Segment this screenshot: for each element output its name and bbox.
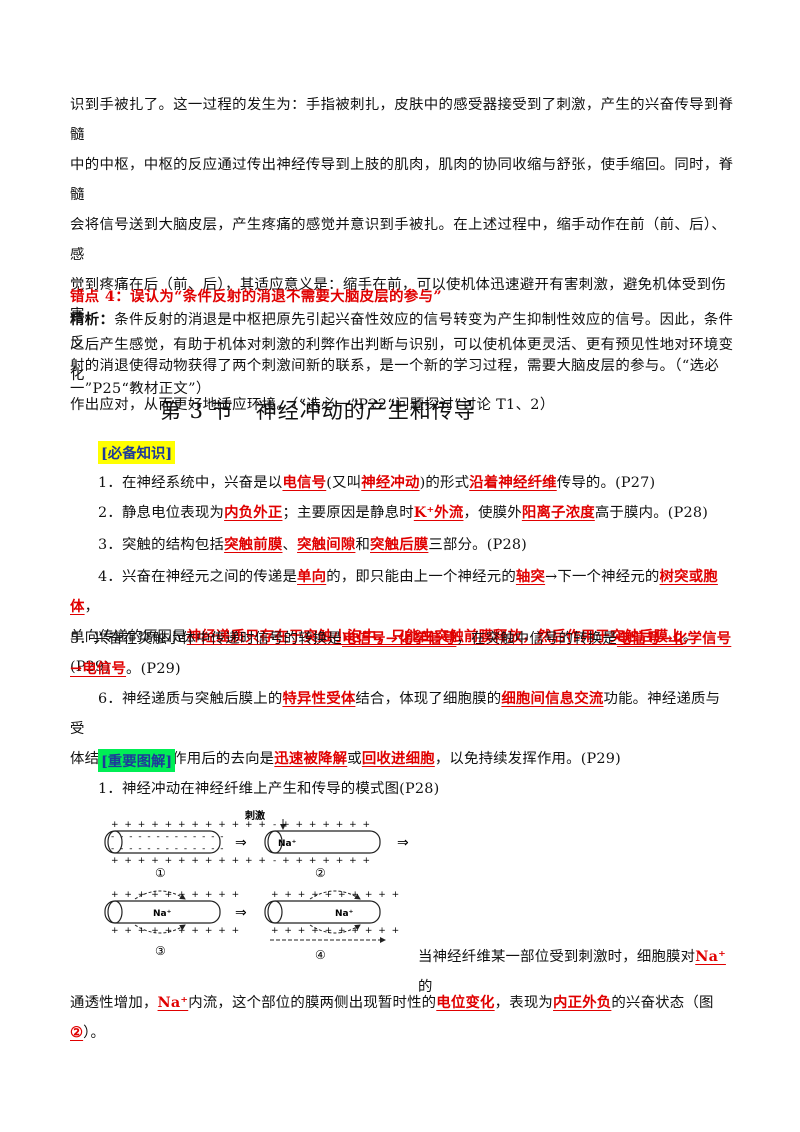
knowledge-tag: [必备知识] [98, 441, 176, 464]
label-4: ④ [315, 948, 326, 962]
error-4-line-1: 精析：条件反射的消退是中枢把原先引起兴奋性效应的信号转变为产生抑制性效应的信号。… [70, 311, 734, 351]
error-4-block: 错点 4：误认为“条件反射的消退不需要大脑皮层的参与” 精析：条件反射的消退是中… [70, 285, 734, 401]
na-label-3: Na⁺ [153, 909, 172, 919]
intro-paragraph: 识到手被扎了。这一过程的发生为：手指被刺扎，皮肤中的感受器接受到了刺激，产生的兴… [70, 90, 734, 420]
figure-caption: 1．神经冲动在神经纤维上产生和传导的模式图(P28) [98, 781, 440, 797]
stimulus-label: 刺激 [244, 809, 265, 822]
final-line-1: 当神经纤维某一部位受到刺激时，细胞膜对Na⁺的 [418, 948, 726, 995]
label-3: ③ [155, 944, 166, 958]
figure-tag: [重要图解] [98, 749, 176, 772]
intro-line-1: 识到手被扎了。这一过程的发生为：手指被刺扎，皮肤中的感受器接受到了刺激，产生的兴… [70, 97, 734, 143]
na-label-4: Na⁺ [335, 909, 354, 919]
fiber-diagram-2: 刺激 - + + + + + + + Na⁺ - + + + + + + + ② [244, 809, 381, 880]
intro-line-2: 中的中枢，中枢的反应通过传出神经传导到上肢的肌肉，肌肉的协同收缩与舒张，使手缩回… [70, 157, 734, 203]
intro-line-5: 之后产生感觉，有助于机体对刺激的利弊作出判断与识别，可以使机体更灵活、更有预见性… [70, 337, 734, 383]
error-4-line-2: 射的消退使得动物获得了两个刺激间新的联系，是一个新的学习过程，需要大脑皮层的参与… [70, 358, 720, 374]
error-4-title: 错点 4：误认为“条件反射的消退不需要大脑皮层的参与” [70, 288, 443, 305]
error-4-line-3: 一”P25“教材正文”） [70, 381, 211, 397]
svg-text:⇒: ⇒ [235, 835, 247, 851]
fiber-diagram-3: + + + + + + + + + + Na⁺ + + + + + + + + … [104, 890, 241, 958]
nerve-impulse-diagram: + + + + + + + + + + + + - - - - - - - - … [104, 809, 409, 962]
svg-text:+ + + + + + + + + +: + + + + + + + + + + [271, 890, 401, 900]
final-line-2: 通透性增加，Na⁺内流，这个部位的膜两侧出现暂时性的电位变化，表现为内正外负的兴… [70, 994, 714, 1041]
svg-text:⇒: ⇒ [235, 905, 247, 921]
svg-text:- + + + + + + +: - + + + + + + + [273, 820, 372, 830]
item-2: 2．静息电位表现为内负外正；主要原因是静息时K⁺外流，使膜外阳离子浓度高于膜内。… [98, 504, 709, 521]
analysis-label: 精析： [70, 311, 115, 328]
svg-text:- + + + + + + +: - + + + + + + + [273, 856, 372, 866]
label-1: ① [155, 866, 166, 880]
intro-line-3: 会将信号送到大脑皮层，产生疼痛的感觉并意识到手被扎。在上述过程中，缩手动作在前（… [70, 217, 727, 263]
intro-line-6: 作出应对，从而更好地适应环境。（“选必一”P22“问题探讨”讨论 T1、2） [70, 397, 555, 413]
section-title: 第 3 节 神经冲动的产生和传导 [160, 399, 476, 423]
svg-text:- - - - - - - - - - - - -: - - - - - - - - - - - - - [111, 832, 225, 842]
svg-text:- - - - - - - - - - - - -: - - - - - - - - - - - - - [111, 844, 225, 854]
item-3: 3．突触的结构包括突触前膜、突触间隙和突触后膜三部分。(P28) [98, 536, 527, 553]
svg-text:+ + + + + + + + + +: + + + + + + + + + + [111, 890, 241, 900]
na-label-2: Na⁺ [278, 839, 297, 849]
label-2: ② [315, 866, 326, 880]
item-1: 1．在神经系统中，兴奋是以电信号(又叫神经冲动)的形式沿着神经纤维传导的。(P2… [98, 474, 656, 491]
svg-text:⇒: ⇒ [397, 835, 409, 851]
intro-line-4: 觉到疼痛在后（前、后），其适应意义是：缩手在前，可以使机体迅速避开有害刺激，避免… [70, 277, 727, 323]
item-5: 5．兴奋在突触小体中传递时信号的转换是电信号→化学信号，在突触中信号的转换是电信… [70, 630, 732, 677]
item-4: 4．兴奋在神经元之间的传递是单向的，即只能由上一个神经元的轴突→下一个神经元的树… [70, 568, 718, 675]
fiber-diagram-4: + + + + + + + + + + Na⁺ + + + + + + + + … [264, 890, 401, 962]
svg-text:+ + + + + + + + + +: + + + + + + + + + + [111, 926, 241, 936]
fiber-diagram-1: + + + + + + + + + + + + - - - - - - - - … [104, 820, 267, 880]
svg-text:+ + + + + + + + + + + +: + + + + + + + + + + + + [111, 820, 267, 830]
svg-text:+ + + + + + + + + +: + + + + + + + + + + [271, 926, 401, 936]
svg-text:+ + + + + + + + + + + +: + + + + + + + + + + + + [111, 856, 267, 866]
